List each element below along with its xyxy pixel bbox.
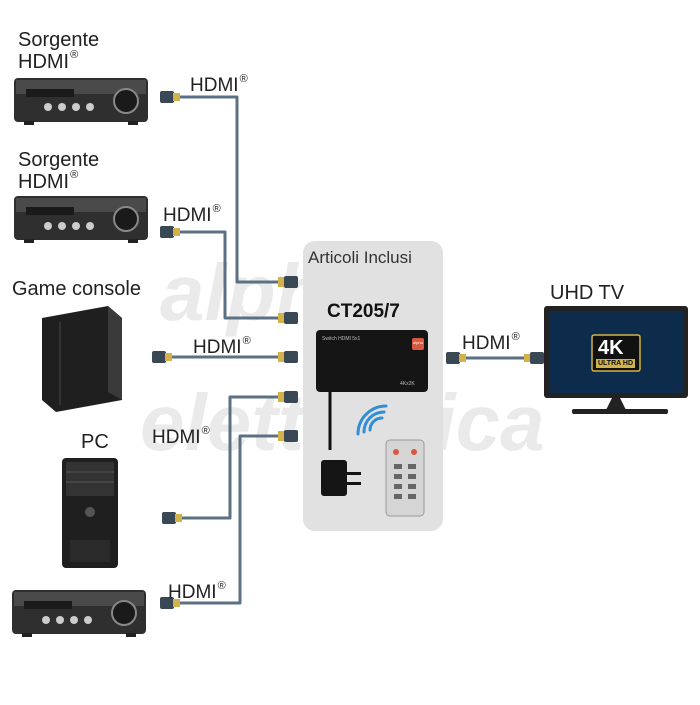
connector-source-1	[160, 91, 180, 103]
source-1-label-line1: Sorgente	[18, 29, 100, 51]
tv-badge-ultrahd: ULTRA HD	[596, 359, 635, 368]
cable-source-2	[176, 230, 284, 320]
switch-brand-badge: alpha	[413, 340, 423, 345]
hdmi-cables	[168, 95, 530, 605]
connector-switch-in-1	[278, 276, 298, 288]
connector-switch-in-5	[278, 430, 298, 442]
cable-label-tv: HDMI®	[462, 331, 520, 354]
remote-control	[385, 439, 425, 517]
source-1-label: Sorgente HDMI®	[18, 30, 99, 72]
cable-source-5	[176, 434, 284, 605]
connector-switch-out	[446, 352, 466, 364]
source-2-label-line1: Sorgente	[18, 149, 100, 171]
hdmi-switch-device	[316, 330, 428, 450]
connector-switch-in-4	[278, 391, 298, 403]
connector-switch-in-2	[278, 312, 298, 324]
tv-badge-4k: 4K	[598, 337, 624, 359]
panel-title: Articoli Inclusi	[308, 248, 412, 267]
game-console-device	[42, 306, 122, 412]
cable-label-3: HDMI®	[193, 335, 251, 358]
source-device-2	[14, 196, 148, 243]
source-device-5	[12, 590, 146, 637]
switch-res-text: 4Kx2K	[400, 381, 415, 387]
connector-source-5	[160, 597, 180, 609]
connector-source-2	[160, 226, 180, 238]
source-2-label-line2: HDMI®	[18, 169, 79, 193]
pc-tower-device	[62, 458, 118, 568]
game-console-label: Game console	[12, 278, 141, 300]
uhd-tv-device	[544, 306, 688, 414]
power-adapter	[321, 460, 361, 496]
connector-pc	[162, 512, 182, 524]
connector-switch-in-3	[278, 351, 298, 363]
wireless-signal-icon	[356, 404, 388, 436]
pc-label: PC	[81, 431, 109, 453]
cable-source-1	[176, 95, 284, 284]
cable-label-4: HDMI®	[152, 425, 210, 448]
source-1-label-line2: HDMI®	[18, 49, 79, 73]
source-2-label: Sorgente HDMI®	[18, 150, 99, 192]
cable-pc	[178, 395, 284, 520]
model-number: CT205/7	[327, 301, 400, 322]
tv-label: UHD TV	[550, 282, 625, 304]
cable-label-5: HDMI®	[168, 580, 226, 603]
hdmi-connectors	[152, 91, 544, 609]
connector-tv-in	[524, 352, 544, 364]
connector-game-console	[152, 351, 172, 363]
cable-label-2: HDMI®	[163, 203, 221, 226]
cable-label-1: HDMI®	[190, 73, 248, 96]
source-device-1	[14, 78, 148, 125]
switch-small-text: Switch HDMI 5x1	[322, 336, 361, 342]
